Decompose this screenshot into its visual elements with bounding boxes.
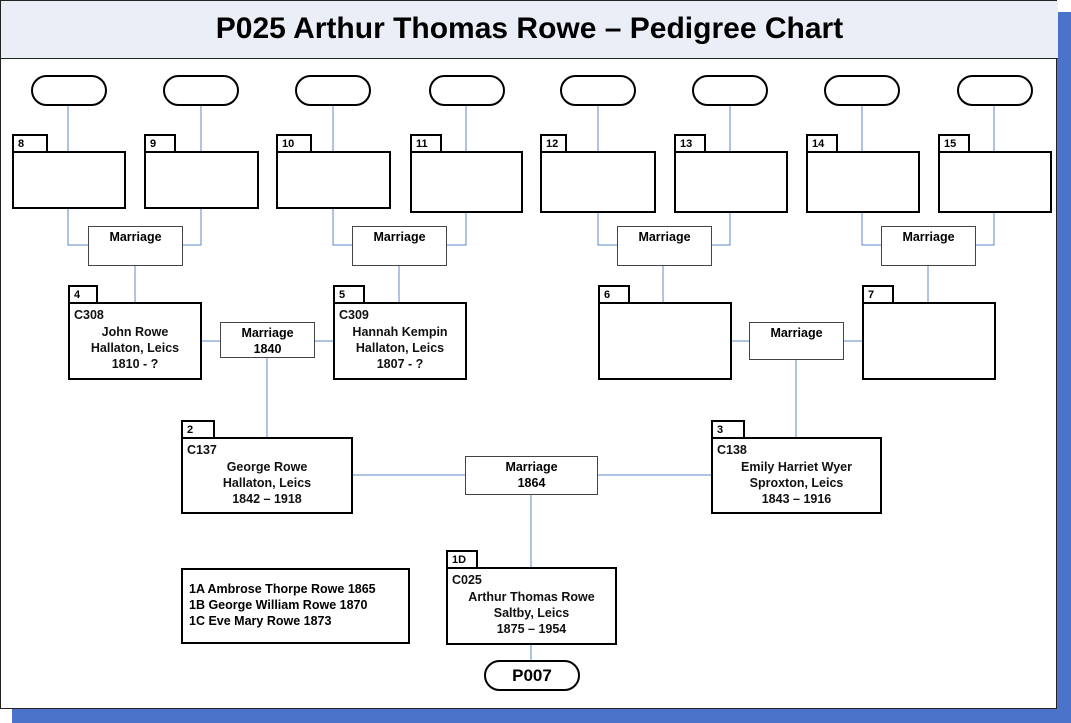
person-box-13 [674,151,788,213]
marriage-box: Marriage [352,226,447,266]
person-number-tab: 10 [276,134,312,152]
person-name: Arthur Thomas Rowe [468,590,595,604]
person-place: Hallaton, Leics [355,341,445,355]
marriage-box: Marriage 1840 [220,322,315,358]
person-box-8 [12,151,126,209]
person-dates: 1842 – 1918 [232,492,302,506]
marriage-label: Marriage [109,230,162,244]
person-name: Emily Harriet Wyer [741,460,852,474]
marriage-label: Marriage [770,326,823,340]
person-place: Saltby, Leics [493,606,570,620]
ancestor-pill [31,75,107,106]
person-code: C025 [452,573,482,587]
person-number-tab: 9 [144,134,176,152]
person-number-tab: 5 [333,285,365,303]
sibling-entry: 1C Eve Mary Rowe 1873 [189,614,332,628]
ancestor-pill [429,75,505,106]
ancestor-pill [824,75,900,106]
person-number-tab: 13 [674,134,706,152]
person-box-14 [806,151,920,213]
person-number-tab: 14 [806,134,838,152]
person-box-3: C138 Emily Harriet Wyer Sproxton, Leics … [711,437,882,514]
person-box-7 [862,302,996,380]
person-number-tab: 8 [12,134,48,152]
person-number-tab: 12 [540,134,567,152]
person-code: C308 [74,308,104,322]
person-number-tab: 1D [446,550,478,568]
ancestor-pill [692,75,768,106]
person-number-tab: 3 [711,420,745,438]
sibling-entry: 1A Ambrose Thorpe Rowe 1865 [189,582,376,596]
marriage-label: Marriage [241,326,294,340]
person-number-tab: 6 [598,285,630,303]
marriage-year: 1840 [253,342,282,356]
ancestor-pill [295,75,371,106]
person-box-15 [938,151,1052,213]
person-box-1: C025 Arthur Thomas Rowe Saltby, Leics 18… [446,567,617,645]
person-name: Hannah Kempin [352,325,448,339]
marriage-label: Marriage [638,230,691,244]
pedigree-reference-link[interactable]: P007 [484,660,580,691]
person-dates: 1875 – 1954 [496,622,567,636]
person-dates: 1807 - ? [376,357,424,371]
chart-title: P025 Arthur Thomas Rowe – Pedigree Chart [215,12,844,45]
person-place: Sproxton, Leics [749,476,844,490]
person-box-12 [540,151,656,213]
title-bar: P025 Arthur Thomas Rowe – Pedigree Chart [1,1,1058,59]
person-name: John Rowe [101,325,169,339]
person-number-tab: 15 [938,134,970,152]
marriage-year: 1864 [517,476,546,490]
person-number-tab: 2 [181,420,215,438]
ancestor-pill [163,75,239,106]
marriage-label: Marriage [373,230,426,244]
sibling-entry: 1B George William Rowe 1870 [189,598,368,612]
person-box-10 [276,151,391,209]
person-name: George Rowe [226,460,308,474]
siblings-box: 1A Ambrose Thorpe Rowe 1865 1B George Wi… [181,568,410,644]
marriage-box: Marriage [617,226,712,266]
person-dates: 1810 - ? [111,357,159,371]
person-number-tab: 11 [410,134,442,152]
person-code: C137 [187,443,217,457]
marriage-box: Marriage [88,226,183,266]
person-code: C138 [717,443,747,457]
ancestor-pill [560,75,636,106]
person-place: Hallaton, Leics [222,476,312,490]
person-box-9 [144,151,259,209]
marriage-label: Marriage [902,230,955,244]
marriage-label: Marriage [505,460,558,474]
person-number-tab: 4 [68,285,98,303]
marriage-box: Marriage [749,322,844,360]
person-code: C309 [339,308,369,322]
person-box-6 [598,302,732,380]
person-box-4: C308 John Rowe Hallaton, Leics 1810 - ? [68,302,202,380]
person-place: Hallaton, Leics [90,341,180,355]
ancestor-pill [957,75,1033,106]
person-box-2: C137 George Rowe Hallaton, Leics 1842 – … [181,437,353,514]
marriage-box: Marriage 1864 [465,456,598,495]
person-box-11 [410,151,523,213]
person-box-5: C309 Hannah Kempin Hallaton, Leics 1807 … [333,302,467,380]
person-dates: 1843 – 1916 [761,492,832,506]
marriage-box: Marriage [881,226,976,266]
person-number-tab: 7 [862,285,894,303]
